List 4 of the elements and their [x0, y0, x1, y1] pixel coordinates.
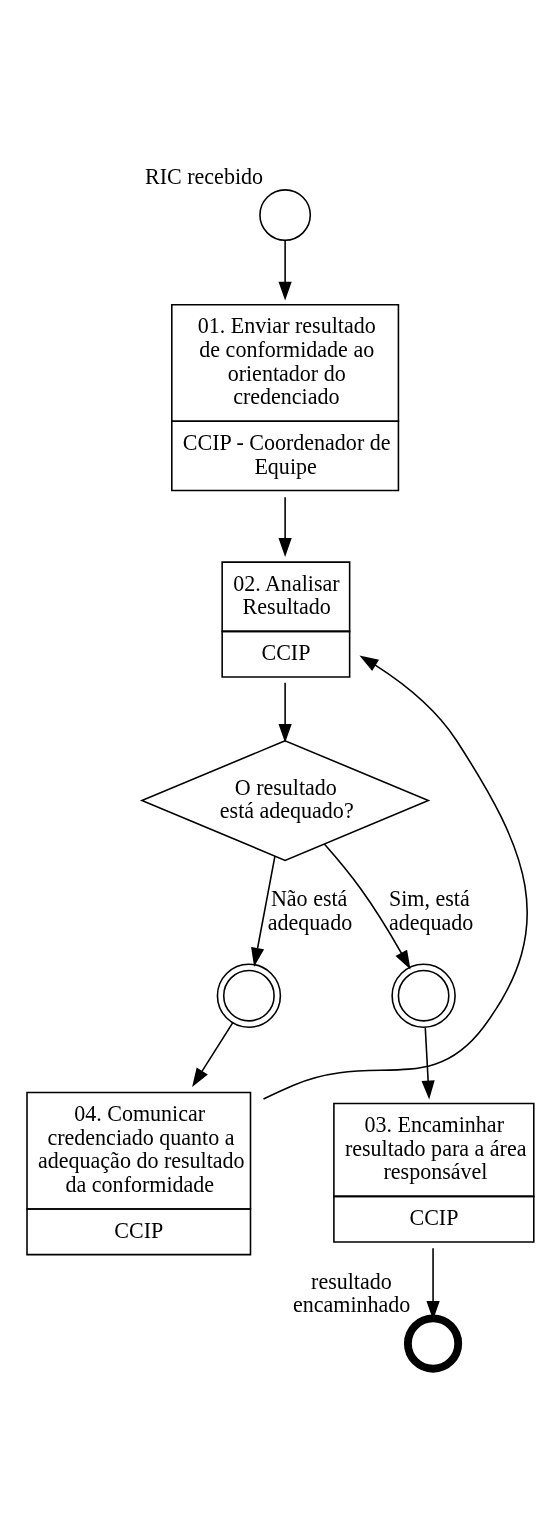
edge-label: Não está adequado: [267, 886, 353, 935]
edge-label: Sim, está adequado: [388, 886, 474, 935]
node-label: RIC recebido: [145, 163, 264, 189]
node-label: resultado encaminhado: [292, 1268, 411, 1318]
